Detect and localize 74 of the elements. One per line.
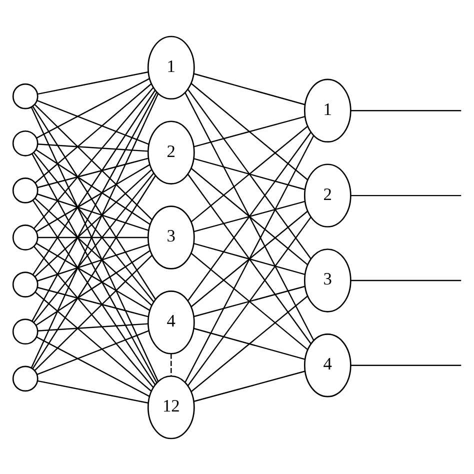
connector <box>35 242 150 310</box>
node-ellipse: 1 <box>303 78 351 142</box>
node-ellipse: 2 <box>303 163 351 227</box>
connector <box>33 246 154 388</box>
connector <box>35 148 150 224</box>
connector <box>32 90 156 275</box>
connector <box>193 370 305 402</box>
connector <box>193 115 305 147</box>
connector <box>32 174 156 368</box>
connector <box>193 72 305 105</box>
connector <box>36 336 150 396</box>
connector <box>193 242 305 275</box>
connector <box>34 168 152 277</box>
connector <box>30 92 157 322</box>
node-ellipse: 12 <box>146 374 194 439</box>
connector <box>193 200 305 232</box>
connector <box>350 364 461 366</box>
connector <box>187 132 311 300</box>
connector <box>30 152 157 382</box>
connector <box>37 236 148 238</box>
connector <box>32 106 156 300</box>
connector <box>190 252 308 350</box>
connector <box>35 250 150 326</box>
connector <box>37 380 148 404</box>
node-circle <box>12 318 38 344</box>
node-ellipse: 2 <box>146 120 194 184</box>
connector <box>184 92 314 340</box>
node-circle <box>12 130 38 156</box>
connector <box>190 125 308 222</box>
node-circle <box>12 82 38 109</box>
connector <box>37 70 148 94</box>
connector <box>36 78 150 138</box>
connector <box>350 279 461 281</box>
node-ellipse: 4 <box>303 333 351 397</box>
connector <box>37 286 148 317</box>
connector <box>170 353 172 376</box>
connector <box>193 285 305 317</box>
connector <box>193 158 305 190</box>
connector <box>36 192 148 231</box>
connector <box>37 322 148 331</box>
connector <box>190 82 308 180</box>
connector <box>34 291 151 391</box>
node-ellipse: 3 <box>303 248 351 312</box>
connector <box>35 164 150 232</box>
connector <box>190 210 308 307</box>
connector <box>34 104 152 220</box>
connector <box>36 243 148 282</box>
connector <box>36 330 149 375</box>
node-circle <box>12 271 38 297</box>
connector <box>32 172 154 322</box>
connector <box>190 167 308 265</box>
connector <box>34 254 152 370</box>
connector <box>193 327 305 360</box>
connector <box>186 88 311 259</box>
connector <box>33 86 154 228</box>
connector <box>187 216 311 386</box>
connector <box>32 152 154 302</box>
connector <box>32 199 156 384</box>
connector <box>350 110 461 111</box>
node-circle <box>12 177 38 203</box>
connector <box>34 83 151 183</box>
node-ellipse: 3 <box>146 205 194 269</box>
connector <box>34 197 152 306</box>
connector <box>350 194 461 196</box>
connector <box>37 157 148 188</box>
node-circle <box>12 365 38 392</box>
connector <box>184 135 314 382</box>
node-circle <box>12 224 38 250</box>
connector <box>190 295 308 392</box>
connector <box>186 173 311 344</box>
node-ellipse: 1 <box>146 35 194 100</box>
connector <box>36 99 149 144</box>
connector <box>37 143 148 152</box>
node-ellipse: 4 <box>146 290 194 354</box>
